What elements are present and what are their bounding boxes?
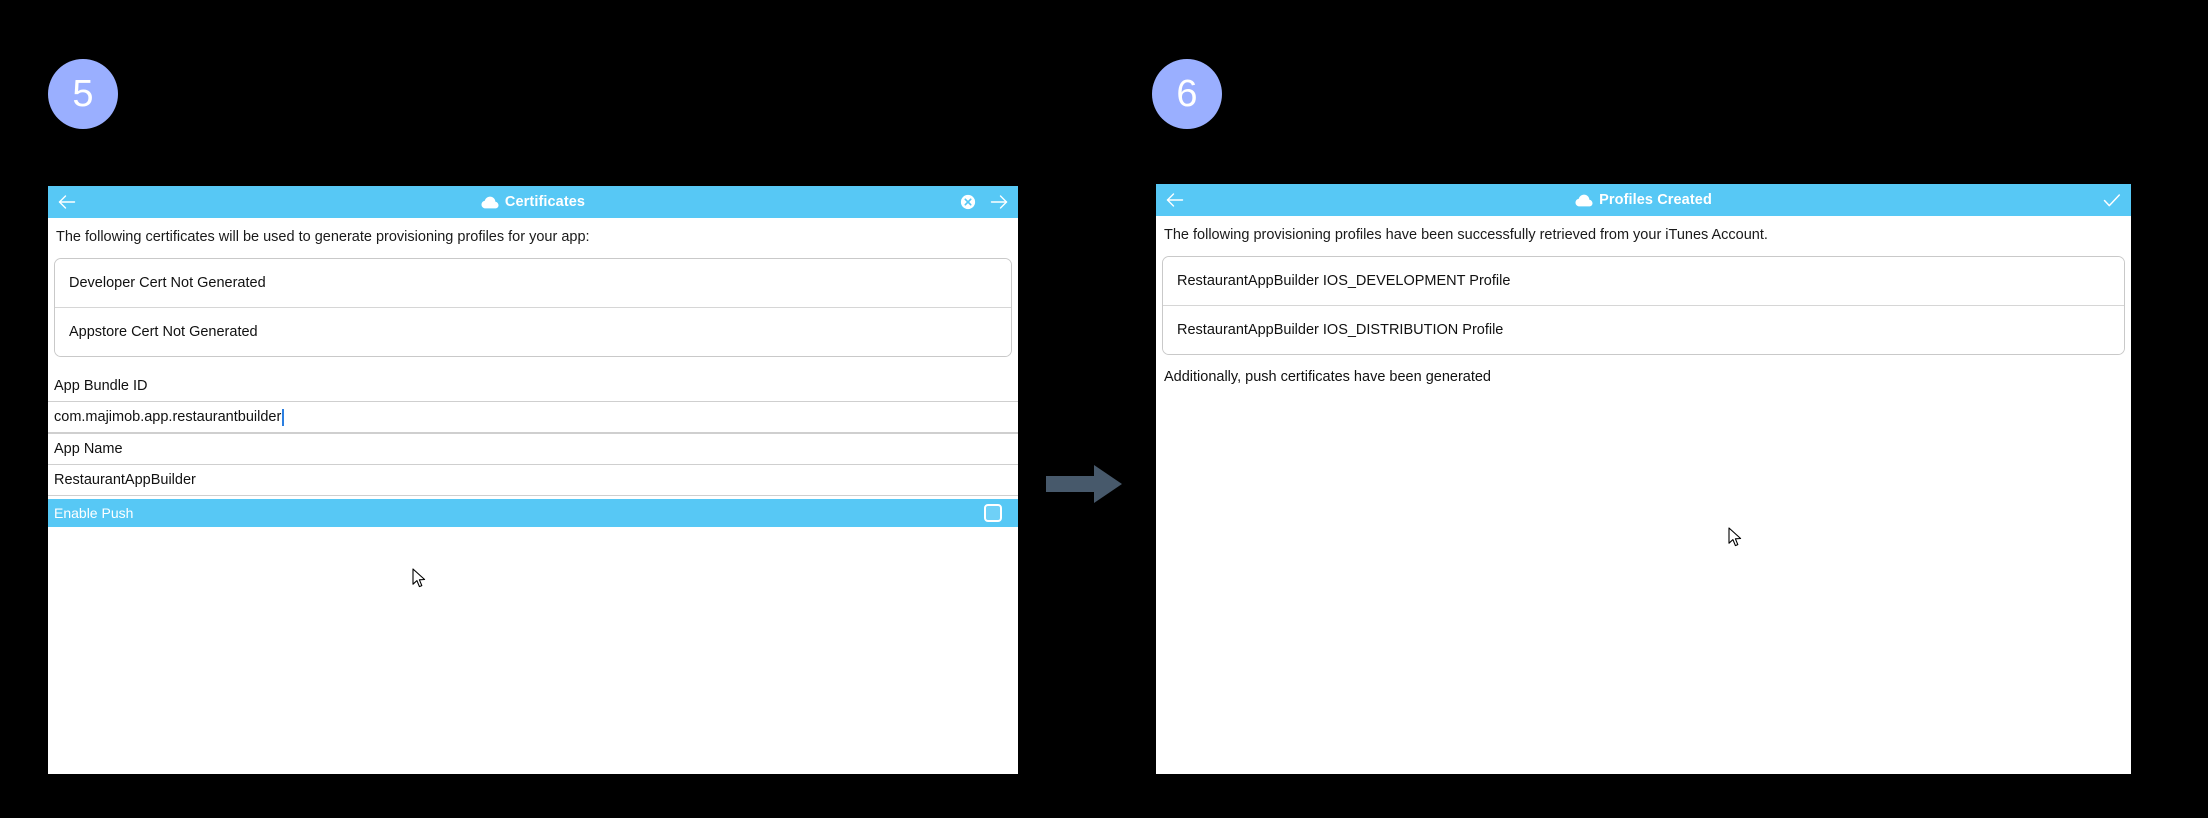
- certificates-titlebar: Certificates: [48, 186, 1018, 218]
- text-caret: [282, 408, 284, 426]
- step-badge-6-number: 6: [1176, 73, 1198, 115]
- app-name-label: App Name: [48, 433, 1018, 465]
- certificates-screen: Certificates The fol: [48, 186, 1018, 774]
- app-bundle-id-label: App Bundle ID: [48, 371, 1018, 402]
- check-icon[interactable]: [2103, 193, 2121, 208]
- right-arrow-icon: [1044, 462, 1124, 506]
- certificates-title: Certificates: [504, 194, 586, 210]
- profiles-body: The following provisioning profiles have…: [1156, 216, 2131, 774]
- back-arrow-icon[interactable]: [1166, 193, 1184, 207]
- back-arrow-icon[interactable]: [58, 195, 76, 209]
- step-badge-6: 6: [1152, 59, 1222, 129]
- app-name-value: RestaurantAppBuilder: [54, 472, 196, 489]
- mouse-cursor: [412, 568, 428, 590]
- certificates-form: App Bundle ID com.majimob.app.restaurant…: [48, 371, 1018, 528]
- enable-push-label: Enable Push: [54, 505, 134, 522]
- step-badge-5-number: 5: [72, 73, 94, 115]
- close-circle-icon[interactable]: [960, 194, 976, 210]
- list-item[interactable]: RestaurantAppBuilder IOS_DEVELOPMENT Pro…: [1163, 257, 2124, 307]
- cloud-icon: [1575, 194, 1593, 207]
- cloud-icon: [481, 196, 499, 209]
- certificates-intro-text: The following certificates will be used …: [56, 229, 590, 245]
- development-profile-label: RestaurantAppBuilder IOS_DEVELOPMENT Pro…: [1177, 273, 1511, 290]
- certificates-card-list: Developer Cert Not Generated Appstore Ce…: [54, 258, 1012, 358]
- list-item[interactable]: RestaurantAppBuilder IOS_DISTRIBUTION Pr…: [1163, 306, 2124, 355]
- forward-arrow-icon[interactable]: [990, 195, 1008, 209]
- mouse-cursor: [1728, 527, 1744, 549]
- app-name-field[interactable]: RestaurantAppBuilder: [48, 464, 1018, 497]
- profiles-titlebar: Profiles Created: [1156, 184, 2131, 216]
- enable-push-row[interactable]: Enable Push: [48, 499, 1018, 528]
- distribution-profile-label: RestaurantAppBuilder IOS_DISTRIBUTION Pr…: [1177, 322, 1504, 339]
- developer-cert-status: Developer Cert Not Generated: [69, 275, 266, 292]
- certificates-body: The following certificates will be used …: [48, 218, 1018, 774]
- list-item[interactable]: Developer Cert Not Generated: [55, 259, 1011, 309]
- profiles-title: Profiles Created: [1599, 192, 1712, 208]
- app-bundle-id-field[interactable]: com.majimob.app.restaurantbuilder: [48, 401, 1018, 434]
- step-badge-5: 5: [48, 59, 118, 129]
- enable-push-checkbox[interactable]: [984, 504, 1002, 523]
- list-item[interactable]: Appstore Cert Not Generated: [55, 308, 1011, 357]
- app-bundle-id-value: com.majimob.app.restaurantbuilder: [54, 409, 282, 426]
- profiles-card-list: RestaurantAppBuilder IOS_DEVELOPMENT Pro…: [1162, 256, 2125, 356]
- appstore-cert-status: Appstore Cert Not Generated: [69, 324, 258, 341]
- profiles-created-screen: Profiles Created The following provision…: [1156, 184, 2131, 774]
- profiles-intro-text: The following provisioning profiles have…: [1164, 227, 1768, 243]
- push-certificates-note: Additionally, push certificates have bee…: [1164, 369, 1492, 386]
